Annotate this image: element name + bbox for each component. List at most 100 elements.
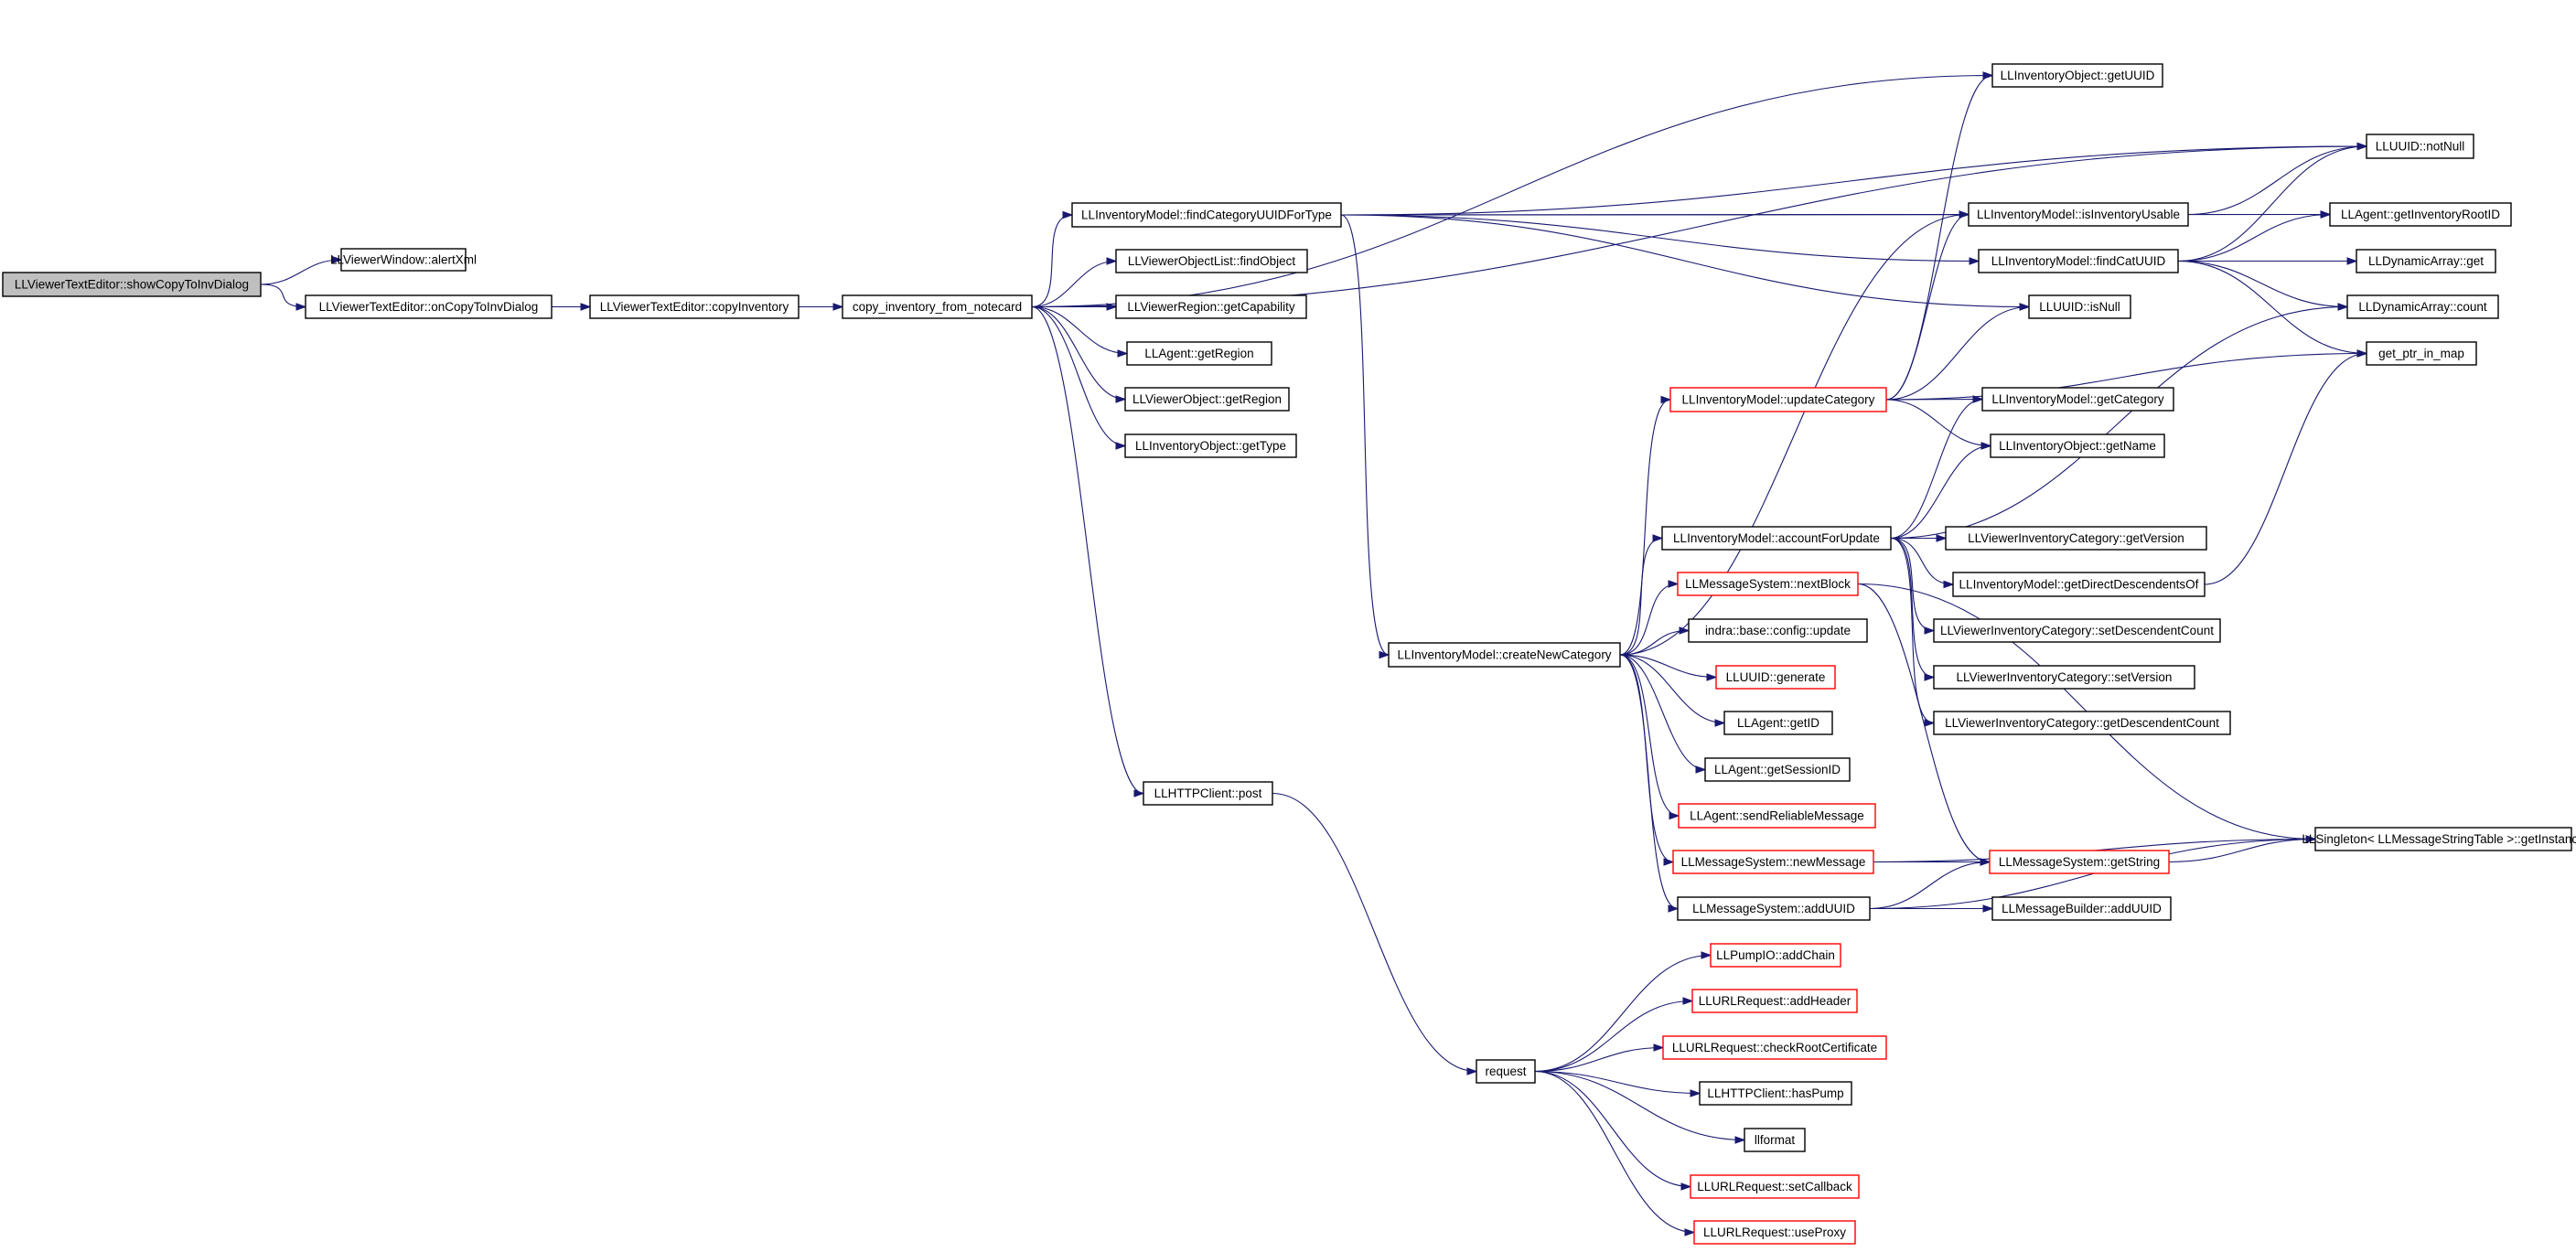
edge-arrowhead [1701, 951, 1712, 959]
edge-n4-n31 [1031, 74, 1993, 308]
graph-node[interactable]: LLInventoryModel::findCategoryUUIDForTyp… [1071, 202, 1342, 228]
graph-node[interactable]: LLInventoryModel::getCategory [1981, 387, 2174, 412]
edge-arrowhead [1734, 1136, 1746, 1144]
graph-node[interactable]: LLURLRequest::setCallback [1690, 1174, 1860, 1199]
graph-node[interactable]: LLMessageSystem::addUUID [1677, 896, 1871, 921]
graph-node[interactable]: LLViewerWindow::alertXml [330, 248, 477, 272]
graph-node[interactable]: LLInventoryModel::isInventoryUsable [1968, 202, 2189, 227]
edge-n16-n42 [1857, 583, 1991, 863]
graph-node[interactable]: LLURLRequest::addHeader [1691, 989, 1858, 1013]
edge-n4-n8 [1031, 305, 1128, 355]
node-label: LLDynamicArray::count [2358, 300, 2487, 314]
edge-arrowhead [1668, 904, 1680, 913]
edge-arrowhead [1980, 858, 1991, 866]
graph-node[interactable]: LLInventoryObject::getType [1124, 433, 1297, 458]
node-box [305, 294, 553, 319]
graph-node[interactable]: copy_inventory_from_notecard [842, 294, 1033, 319]
graph-node[interactable]: LLInventoryModel::updateCategory [1669, 387, 1887, 412]
graph-node[interactable]: LLUUID::isNull [2028, 294, 2131, 319]
edge-n5-n34 [1340, 214, 2030, 308]
graph-node[interactable]: LLDynamicArray::count [2346, 294, 2499, 319]
graph-node[interactable]: LLURLRequest::useProxy [1693, 1220, 1856, 1245]
node-box [2346, 294, 2499, 319]
edge-n12-n20 [1619, 654, 1706, 771]
node-label: LLViewerRegion::getCapability [1127, 300, 1295, 314]
graph-node[interactable]: LLInventoryObject::getUUID [1991, 63, 2163, 88]
graph-node[interactable]: LLInventoryModel::accountForUpdate [1661, 526, 1892, 551]
node-box [1688, 618, 1868, 643]
edge-arrowhead [1115, 442, 1127, 450]
edge-arrowhead [1668, 580, 1680, 588]
graph-node[interactable]: LLAgent::getRegion [1126, 341, 1272, 366]
edge-arrowhead [1924, 673, 1936, 681]
graph-node[interactable]: LLViewerInventoryCategory::setVersion [1933, 665, 2195, 690]
graph-node[interactable]: LLMessageSystem::nextBlock [1677, 572, 1859, 596]
node-box [1978, 249, 2179, 273]
graph-node[interactable]: LLViewerObject::getRegion [1124, 387, 1290, 412]
graph-node[interactable]: LLMessageSystem::newMessage [1672, 850, 1874, 874]
node-box [1661, 526, 1892, 551]
graph-node[interactable]: LLViewerInventoryCategory::setDescendent… [1933, 618, 2221, 643]
graph-node[interactable]: LLInventoryModel::getDirectDescendentsOf [1952, 572, 2206, 597]
edge-arrowhead [580, 303, 592, 311]
edge-n12-n15 [1619, 537, 1663, 656]
edge-n15-n36 [1890, 444, 1991, 540]
graph-node[interactable]: LLViewerInventoryCategory::getDescendent… [1933, 711, 2231, 735]
edge-arrowhead [2305, 835, 2317, 843]
graph-node[interactable]: LLDynamicArray::get [2356, 249, 2496, 273]
node-box-truncated [1715, 665, 1836, 690]
node-label: LLAgent::getInventoryRootID [2341, 208, 2500, 221]
graph-node[interactable]: LLHTTPClient::post [1143, 781, 1273, 806]
graph-node[interactable]: LLHTTPClient::hasPump [1699, 1081, 1852, 1106]
graph-node[interactable]: get_ptr_in_map [2366, 341, 2477, 366]
edge-n23-n42 [1869, 861, 1991, 910]
node-box [2028, 294, 2131, 319]
graph-node[interactable]: LLUUID::generate [1715, 665, 1836, 690]
edge-n42-n49 [2168, 838, 2316, 863]
node-label: LLDynamicArray::get [2368, 254, 2484, 268]
edge-arrowhead [1924, 719, 1936, 727]
graph-node[interactable]: LLViewerTextEditor::onCopyToInvDialog [305, 294, 553, 319]
node-label: LLURLRequest::checkRootCertificate [1672, 1041, 1877, 1054]
graph-node[interactable]: LLViewerTextEditor::copyInventory [589, 294, 800, 319]
graph-node[interactable]: indra::base::config::update [1688, 618, 1868, 643]
node-label: LLURLRequest::setCallback [1697, 1180, 1852, 1193]
edge-n13-n29 [1534, 1070, 1691, 1188]
node-label: LLViewerObject::getRegion [1132, 392, 1282, 406]
graph-node[interactable]: LLMessageSystem::getString [1989, 850, 2170, 874]
node-box-truncated [1693, 1220, 1856, 1245]
graph-node[interactable]: llformat [1744, 1128, 1806, 1152]
graph-node[interactable]: LLAgent::getID [1723, 711, 1833, 735]
edge-n32-n44 [2187, 145, 2367, 216]
node-box [1744, 1128, 1806, 1152]
node-box-truncated [1669, 387, 1887, 412]
edge-arrowhead [1660, 395, 1672, 404]
graph-node[interactable]: LLViewerInventoryCategory::getVersion [1945, 526, 2207, 551]
graph-node[interactable]: LLInventoryModel::createNewCategory [1388, 642, 1621, 668]
node-box [842, 294, 1033, 319]
node-label: LLMessageSystem::addUUID [1692, 902, 1855, 915]
graph-node[interactable]: LLAgent::sendReliableMessage [1678, 803, 1876, 829]
graph-node[interactable]: LLAgent::getSessionID [1704, 757, 1851, 782]
graph-node[interactable]: LLViewerRegion::getCapability [1115, 294, 1307, 319]
graph-node[interactable]: LLViewerObjectList::findObject [1115, 249, 1308, 273]
graph-node[interactable]: LLSingleton< LLMessageStringTable >::get… [2302, 827, 2576, 851]
graph-node[interactable]: LLPumpIO::addChain [1710, 943, 1841, 968]
node-box-truncated [1989, 850, 2170, 874]
node-label: LLPumpIO::addChain [1716, 948, 1835, 962]
node-label: LLSingleton< LLMessageStringTable >::get… [2302, 832, 2576, 846]
graph-node[interactable]: LLInventoryModel::findCatUUID [1978, 249, 2179, 273]
graph-node[interactable]: request [1476, 1059, 1536, 1084]
node-label: LLViewerInventoryCategory::getDescendent… [1945, 716, 2219, 730]
node-box [340, 248, 467, 272]
graph-node[interactable]: LLURLRequest::checkRootCertificate [1662, 1035, 1887, 1060]
graph-node[interactable]: LLViewerTextEditor::showCopyToInvDialog [2, 272, 262, 297]
graph-node[interactable]: LLInventoryObject::getName [1990, 433, 2165, 458]
graph-node[interactable]: LLAgent::getInventoryRootID [2329, 202, 2512, 227]
graph-node[interactable]: LLMessageBuilder::addUUID [1991, 896, 2172, 921]
graph-node[interactable]: LLUUID::notNull [2366, 134, 2474, 159]
node-label: get_ptr_in_map [2378, 347, 2464, 360]
node-box [1115, 249, 1308, 273]
node-label: LLViewerInventoryCategory::setDescendent… [1940, 624, 2214, 637]
edge-arrowhead [2337, 303, 2349, 311]
